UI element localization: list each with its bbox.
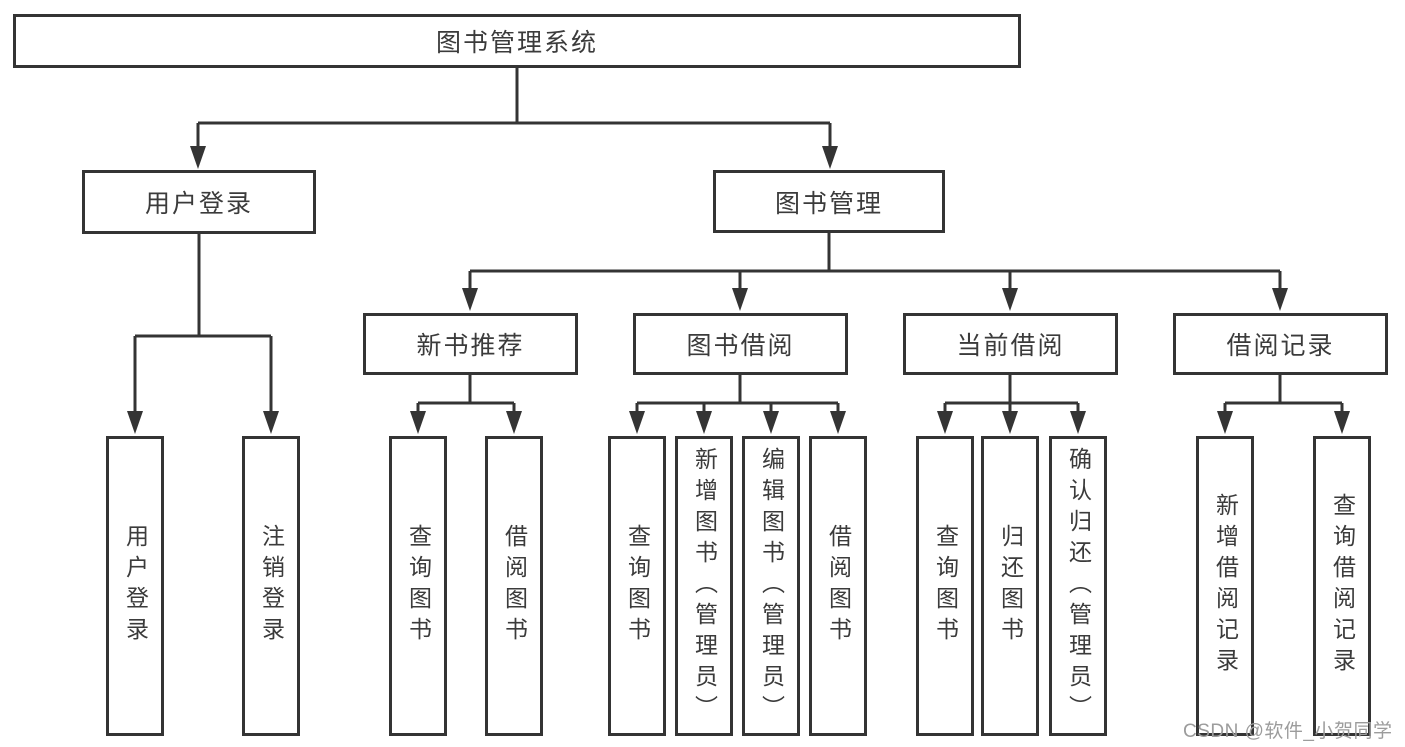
arrowhead-icon [190,146,206,169]
arrowhead-icon [1334,411,1350,434]
node-leaf-user-login-label: 用户登录 [122,524,149,648]
node-leaf-logout: 注销登录 [242,436,300,736]
node-book-management: 图书管理 [713,170,945,233]
arrowhead-icon [263,411,279,434]
node-leaf-recommend-borrow-book: 借阅图书 [485,436,543,736]
node-book-management-label: 图书管理 [774,189,883,218]
node-root-label: 图书管理系统 [435,29,598,57]
node-leaf-edit-book-admin-label: 编辑图书（管理员） [758,446,785,726]
node-book-borrowing-label: 图书借阅 [686,332,795,360]
node-leaf-borrowing-borrow-book: 借阅图书 [809,436,867,736]
arrowhead-icon [830,411,846,434]
node-leaf-return-book-label: 归还图书 [997,524,1024,648]
arrowhead-icon [462,288,478,311]
node-leaf-current-query-book-label: 查询图书 [932,524,959,648]
arrowhead-icon [1002,411,1018,434]
node-root: 图书管理系统 [13,14,1021,68]
arrowhead-icon [822,146,838,169]
node-new-book-recommend-label: 新书推荐 [416,332,525,360]
arrowhead-icon [732,288,748,311]
node-user-login: 用户登录 [82,170,316,234]
connector-new-book-recommend-children [410,375,522,434]
connector-book-management-children [462,233,1288,311]
node-leaf-confirm-return-admin-label: 确认归还（管理员） [1065,446,1092,726]
node-leaf-borrowing-query-book-label: 查询图书 [624,524,651,648]
node-leaf-current-query-book: 查询图书 [916,436,974,736]
connector-borrowing-records-children [1217,375,1350,434]
arrowhead-icon [696,411,712,434]
node-borrowing-records: 借阅记录 [1173,313,1388,375]
node-leaf-add-borrow-record-label: 新增借阅记录 [1212,493,1239,679]
arrowhead-icon [763,411,779,434]
arrowhead-icon [1002,288,1018,311]
node-leaf-edit-book-admin: 编辑图书（管理员） [742,436,800,736]
node-user-login-label: 用户登录 [144,190,253,218]
node-leaf-query-borrow-record-label: 查询借阅记录 [1329,493,1356,679]
arrowhead-icon [1272,288,1288,311]
node-leaf-add-borrow-record: 新增借阅记录 [1196,436,1254,736]
arrowhead-icon [629,411,645,434]
arrowhead-icon [937,411,953,434]
node-current-borrowing-label: 当前借阅 [956,332,1065,360]
node-leaf-logout-label: 注销登录 [258,524,285,648]
node-leaf-return-book: 归还图书 [981,436,1039,736]
csdn-watermark: CSDN @软件_小贺同学 [1183,721,1393,742]
node-book-borrowing: 图书借阅 [633,313,848,375]
node-leaf-borrowing-borrow-book-label: 借阅图书 [825,524,852,648]
node-leaf-recommend-query-book: 查询图书 [389,436,447,736]
arrowhead-icon [127,411,143,434]
node-leaf-add-book-admin-label: 新增图书（管理员） [691,446,718,726]
node-current-borrowing: 当前借阅 [903,313,1118,375]
node-leaf-borrowing-query-book: 查询图书 [608,436,666,736]
connector-root-to-level2 [190,68,838,169]
arrowhead-icon [1217,411,1233,434]
arrowhead-icon [506,411,522,434]
node-leaf-user-login: 用户登录 [106,436,164,736]
arrowhead-icon [1070,411,1086,434]
node-leaf-query-borrow-record: 查询借阅记录 [1313,436,1371,736]
node-leaf-recommend-borrow-book-label: 借阅图书 [501,524,528,648]
arrowhead-icon [410,411,426,434]
node-new-book-recommend: 新书推荐 [363,313,578,375]
connector-user-login-children [127,234,279,434]
connector-book-borrowing-children [629,375,846,434]
node-leaf-recommend-query-book-label: 查询图书 [405,524,432,648]
connector-current-borrowing-children [937,375,1086,434]
node-leaf-add-book-admin: 新增图书（管理员） [675,436,733,736]
node-leaf-confirm-return-admin: 确认归还（管理员） [1049,436,1107,736]
node-borrowing-records-label: 借阅记录 [1226,332,1335,360]
